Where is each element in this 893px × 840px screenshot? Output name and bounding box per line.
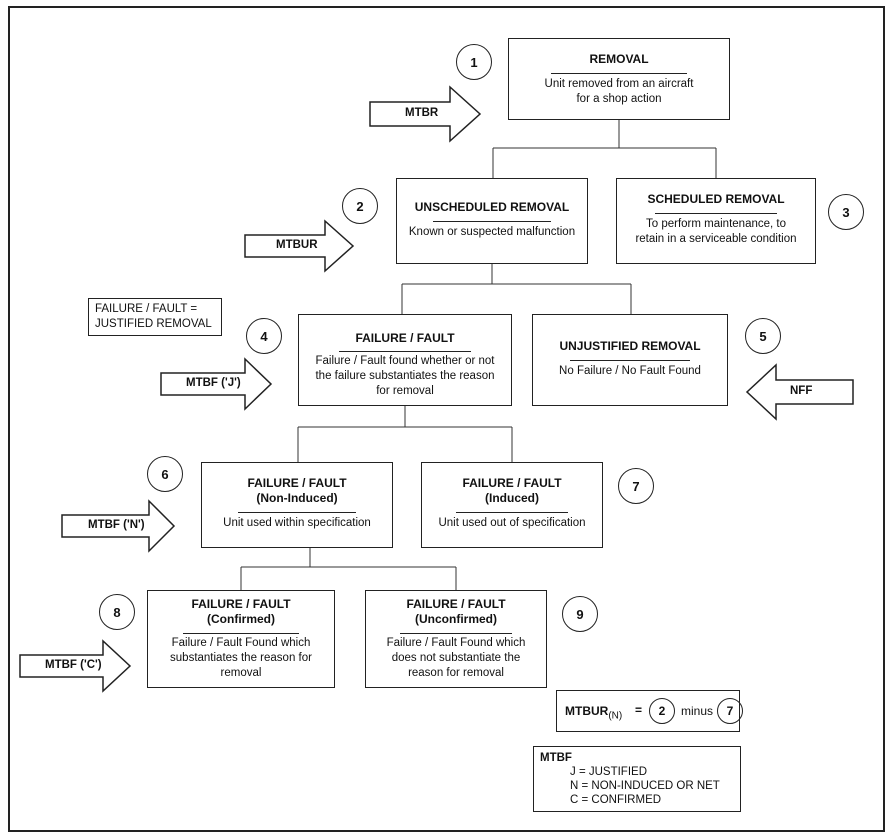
confirmed-desc-3: removal [220, 667, 262, 679]
failure-fault-desc-3: for removal [376, 385, 434, 397]
scheduled-desc-1: To perform maintenance, to [646, 218, 786, 230]
unscheduled-desc-1: Known or suspected malfunction [408, 226, 576, 238]
justified-removal-note: FAILURE / FAULT = JUSTIFIED REMOVAL [88, 298, 222, 336]
failure-fault-desc-2: the failure substantiates the reason [315, 370, 495, 382]
legend-item-c: C = CONFIRMED [570, 794, 662, 806]
mtbr-label: MTBR [405, 107, 439, 119]
non-induced-title: FAILURE / FAULT [247, 476, 347, 490]
unconfirmed-title: FAILURE / FAULT [406, 597, 506, 611]
mtbf-n-arrow: MTBF ('N') [61, 499, 176, 553]
confirmed-box: FAILURE / FAULT (Confirmed) Failure / Fa… [147, 590, 335, 688]
non-induced-box: FAILURE / FAULT (Non-Induced) Unit used … [201, 462, 393, 548]
scheduled-title: SCHEDULED REMOVAL [647, 192, 785, 206]
unjustified-removal-box: UNJUSTIFIED REMOVAL No Failure / No Faul… [532, 314, 728, 406]
unscheduled-title: UNSCHEDULED REMOVAL [414, 200, 570, 214]
unconfirmed-box: FAILURE / FAULT (Unconfirmed) Failure / … [365, 590, 547, 688]
confirmed-desc-2: substantiates the reason for [170, 652, 312, 664]
step-number-5: 5 [745, 318, 781, 354]
unscheduled-removal-box: UNSCHEDULED REMOVAL Known or suspected m… [396, 178, 588, 264]
right-arrow-icon [61, 499, 176, 553]
unconfirmed-desc-3: reason for removal [408, 667, 504, 679]
mtbf-j-arrow: MTBF ('J') [160, 357, 273, 411]
confirmed-subtitle: (Confirmed) [207, 612, 275, 626]
removal-title: REMOVAL [589, 52, 649, 66]
induced-subtitle: (Induced) [485, 491, 539, 505]
removal-box: REMOVAL Unit removed from an aircraft fo… [508, 38, 730, 120]
diagram-frame [8, 6, 885, 832]
divider [400, 633, 512, 634]
mtbf-c-arrow: MTBF ('C') [19, 639, 132, 693]
failure-fault-desc-1: Failure / Fault found whether or not [315, 355, 495, 367]
nff-arrow: NFF [745, 363, 854, 421]
induced-title: FAILURE / FAULT [462, 476, 562, 490]
right-arrow-icon [369, 85, 482, 143]
step-number-8: 8 [99, 594, 135, 630]
legend-item-j: J = JUSTIFIED [570, 766, 647, 778]
note-line-1: FAILURE / FAULT = [95, 303, 198, 315]
connector-non-induced [240, 548, 457, 590]
right-arrow-icon [160, 357, 273, 411]
note-line-2: JUSTIFIED REMOVAL [95, 318, 212, 330]
divider [569, 360, 691, 361]
connector-removal [492, 120, 717, 178]
step-number-4: 4 [246, 318, 282, 354]
formula-circle-2: 2 [649, 698, 675, 724]
formula-label: MTBUR(N) [565, 704, 622, 721]
left-arrow-icon [745, 363, 854, 421]
step-number-3: 3 [828, 194, 864, 230]
right-arrow-icon [244, 219, 355, 273]
unjustified-desc-1: No Failure / No Fault Found [559, 365, 701, 377]
mtbr-arrow: MTBR [369, 85, 482, 143]
induced-box: FAILURE / FAULT (Induced) Unit used out … [421, 462, 603, 548]
step-number-2: 2 [342, 188, 378, 224]
non-induced-subtitle: (Non-Induced) [256, 491, 338, 505]
divider [238, 512, 356, 513]
step-number-1: 1 [456, 44, 492, 80]
divider [433, 221, 551, 222]
connector-failure [297, 406, 513, 462]
mtbur-arrow: MTBUR [244, 219, 355, 273]
scheduled-desc-2: retain in a serviceable condition [635, 233, 797, 245]
mtbf-c-label: MTBF ('C') [45, 659, 102, 671]
failure-fault-title: FAILURE / FAULT [355, 331, 455, 345]
confirmed-desc-1: Failure / Fault Found which [171, 637, 311, 649]
divider [654, 213, 778, 214]
formula-subscript: (N) [608, 710, 623, 722]
failure-fault-box: FAILURE / FAULT Failure / Fault found wh… [298, 314, 512, 406]
formula-equals: = [635, 703, 643, 717]
right-arrow-icon [19, 639, 132, 693]
divider [456, 512, 568, 513]
step-number-9: 9 [562, 596, 598, 632]
legend-title: MTBF [540, 752, 572, 764]
mtbf-n-label: MTBF ('N') [88, 519, 145, 531]
mtbf-legend: MTBF J = JUSTIFIED N = NON-INDUCED OR NE… [533, 746, 741, 812]
unconfirmed-desc-1: Failure / Fault Found which [386, 637, 526, 649]
formula-circle-7: 7 [717, 698, 743, 724]
formula-op: minus [681, 704, 714, 718]
step-number-7: 7 [618, 468, 654, 504]
unconfirmed-desc-2: does not substantiate the [391, 652, 521, 664]
divider [183, 633, 299, 634]
unjustified-title: UNJUSTIFIED REMOVAL [559, 339, 701, 353]
non-induced-desc-1: Unit used within specification [223, 517, 371, 529]
step-number-6: 6 [147, 456, 183, 492]
induced-desc-1: Unit used out of specification [438, 517, 586, 529]
confirmed-title: FAILURE / FAULT [191, 597, 291, 611]
removal-desc-2: for a shop action [576, 93, 662, 105]
divider [339, 351, 471, 352]
mtbf-j-label: MTBF ('J') [186, 377, 241, 389]
mtbur-label: MTBUR [276, 239, 318, 251]
unconfirmed-subtitle: (Unconfirmed) [415, 612, 497, 626]
divider [550, 73, 688, 74]
legend-item-n: N = NON-INDUCED OR NET [570, 780, 720, 792]
removal-desc-1: Unit removed from an aircraft [544, 78, 694, 90]
formula-label-text: MTBUR [565, 704, 609, 718]
connector-unscheduled [401, 264, 632, 314]
mtbur-formula: MTBUR(N) = 2 minus 7 [556, 690, 743, 732]
scheduled-removal-box: SCHEDULED REMOVAL To perform maintenance… [616, 178, 816, 264]
nff-label: NFF [790, 385, 813, 397]
